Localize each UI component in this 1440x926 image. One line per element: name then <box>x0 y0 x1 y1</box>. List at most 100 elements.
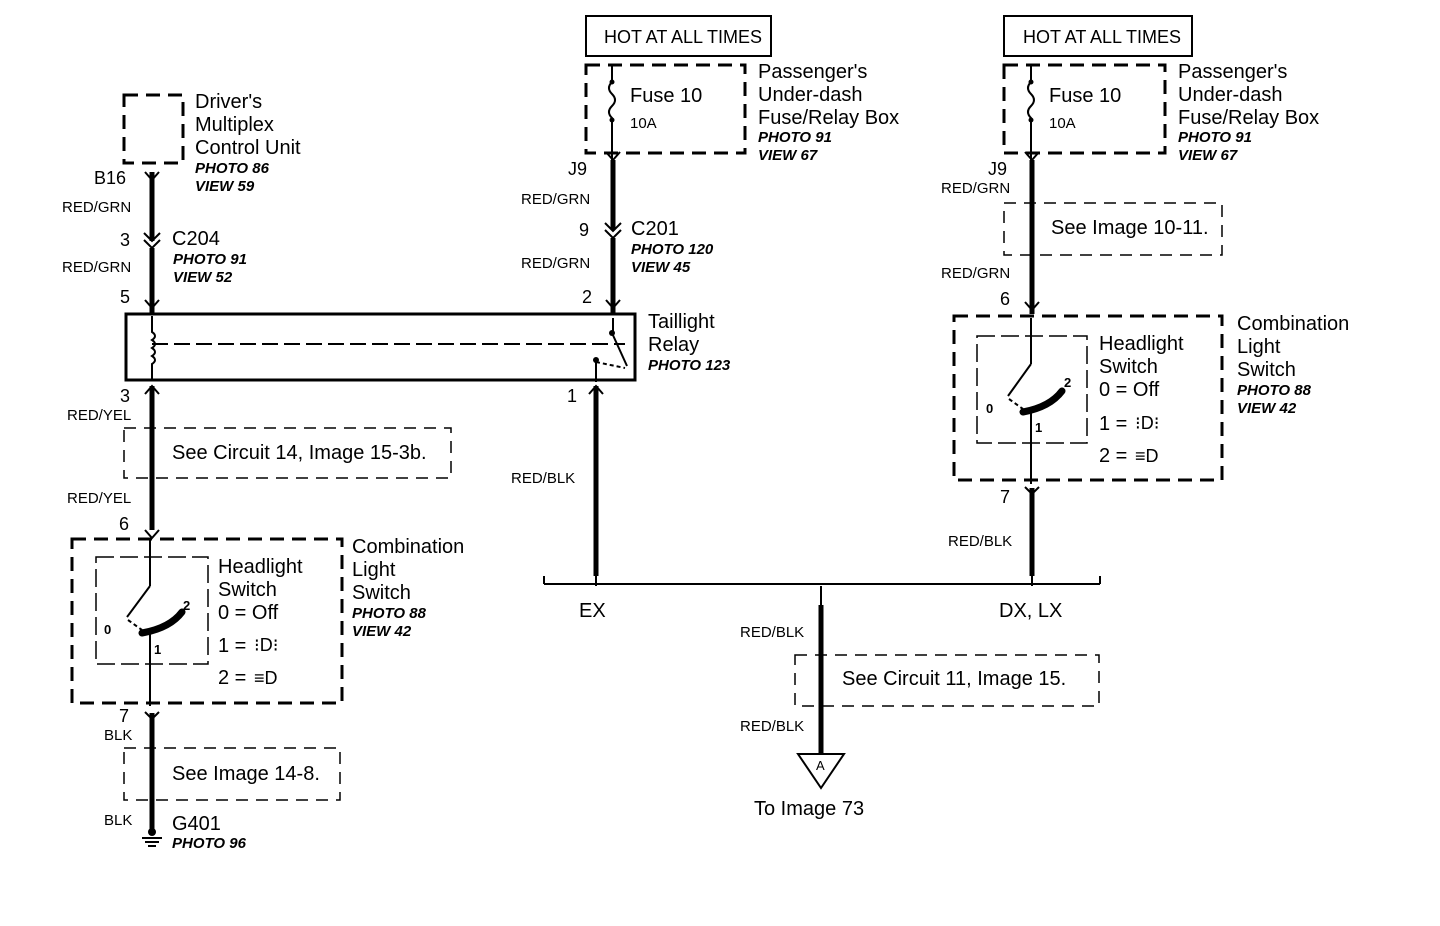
contact-2-label: 2 <box>183 598 190 613</box>
option-dxlx-label: DX, LX <box>999 600 1062 622</box>
combination-switch-view-right: VIEW 42 <box>1237 400 1297 417</box>
combination-switch-name-3: Switch <box>352 582 411 604</box>
headlight-switch-title-2-right: Switch <box>1099 356 1158 378</box>
relay-switch-blade-icon <box>611 332 628 367</box>
multiplex-unit-name-2: Multiplex <box>195 114 274 136</box>
relay-pin-2-label: 2 <box>582 287 592 307</box>
middle-column: HOT AT ALL TIMES Fuse 10 10A Passenger's… <box>511 15 899 576</box>
switch-dashed-link <box>127 619 143 631</box>
multiplex-unit-box <box>122 93 185 165</box>
position-2-label: 2 = <box>218 667 246 689</box>
multiplex-unit-name-3: Control Unit <box>195 137 301 159</box>
fuse-rating-right: 10A <box>1049 115 1076 132</box>
relay-coil-icon <box>150 316 156 380</box>
to-image-73-label: To Image 73 <box>754 798 864 820</box>
contact-1-label: 1 <box>154 642 161 657</box>
option-ex-label: EX <box>579 600 606 622</box>
headlight-switch-inner-box <box>95 556 209 665</box>
position-0-label: 0 = Off <box>218 602 279 624</box>
wire-label-red-yel-1: RED/YEL <box>67 407 131 424</box>
fuse-icon-middle <box>608 66 616 160</box>
fuse-rating-middle: 10A <box>630 115 657 132</box>
ground-photo: PHOTO 96 <box>172 835 247 852</box>
c204-pin-label: 3 <box>120 230 130 250</box>
switch-pin-7-label-right: 7 <box>1000 487 1010 507</box>
c201-label: C201 <box>631 218 679 240</box>
see-image-14-8-text: See Image 14-8. <box>172 763 320 785</box>
taillight-relay-box <box>124 312 637 382</box>
taillight-relay: Taillight Relay PHOTO 123 <box>124 311 731 382</box>
c201-photo: PHOTO 120 <box>631 241 714 258</box>
fuse-box-photo-middle: PHOTO 91 <box>758 129 832 146</box>
combination-switch-photo: PHOTO 88 <box>352 605 427 622</box>
switch-blade-icon <box>126 585 151 618</box>
relay-name-1: Taillight <box>648 311 715 333</box>
wire-label-red-grn-right-2: RED/GRN <box>941 265 1010 282</box>
relay-pin-1-label: 1 <box>567 386 577 406</box>
hot-at-all-times-right: HOT AT ALL TIMES <box>1023 27 1181 47</box>
combination-switch-view: VIEW 42 <box>352 623 412 640</box>
contact-1-label-right: 1 <box>1035 420 1042 435</box>
c201-view: VIEW 45 <box>631 259 691 276</box>
position-1-label: 1 = <box>218 635 246 657</box>
relay-pin-3-label: 3 <box>120 386 130 406</box>
relay-dashed-return <box>595 361 626 369</box>
see-circuit-11-text: See Circuit 11, Image 15. <box>842 668 1066 690</box>
fuse-box-name-2-right: Under-dash <box>1178 84 1283 106</box>
wire-label-red-blk-middle: RED/BLK <box>511 470 575 487</box>
switch-contact-arc-icon <box>138 608 186 637</box>
pin-5-arrow-icon <box>144 299 160 310</box>
parking-light-icon: ⁝D⁝ <box>254 635 278 655</box>
c204-view: VIEW 52 <box>173 269 233 286</box>
multiplex-unit-view: VIEW 59 <box>195 178 255 195</box>
headlight-icon-right: ≡D <box>1135 446 1159 466</box>
off-page-connector-label: A <box>816 758 825 773</box>
position-2-label-right: 2 = <box>1099 445 1127 467</box>
ground-icon <box>142 828 162 847</box>
wire-label-red-grn-right-1: RED/GRN <box>941 180 1010 197</box>
wire-label-red-yel-2: RED/YEL <box>67 490 131 507</box>
headlight-switch-title-2: Switch <box>218 579 277 601</box>
see-circuit-14-text: See Circuit 14, Image 15-3b. <box>172 442 427 464</box>
combination-switch-name-3-right: Switch <box>1237 359 1296 381</box>
ground-g401-label: G401 <box>172 813 221 835</box>
combination-switch-photo-right: PHOTO 88 <box>1237 382 1312 399</box>
see-image-10-11-box <box>1003 202 1223 256</box>
see-image-10-11-text: See Image 10-11. <box>1051 217 1209 239</box>
combination-switch-name-2: Light <box>352 559 396 581</box>
pin-6-connector-icon <box>144 529 160 540</box>
position-0-label-right: 0 = Off <box>1099 379 1160 401</box>
fuse-box-name-3-middle: Fuse/Relay Box <box>758 107 899 129</box>
fuse-box-name-2-middle: Under-dash <box>758 84 863 106</box>
combination-switch-box <box>70 537 344 705</box>
hot-at-all-times-middle: HOT AT ALL TIMES <box>604 27 762 47</box>
option-bus: EX DX, LX RED/BLK See Circuit 11, Image … <box>543 576 1101 820</box>
pin-b16-label: B16 <box>94 168 126 188</box>
switch-blade-icon-right <box>1007 363 1032 397</box>
hot-at-all-times-box-middle <box>585 15 772 57</box>
hot-at-all-times-box-right <box>1003 15 1193 57</box>
position-1-label-right: 1 = <box>1099 413 1127 435</box>
wire-label-blk-2: BLK <box>104 812 132 829</box>
contact-0-label: 0 <box>104 622 111 637</box>
wire-label-red-blk-output-2: RED/BLK <box>740 718 804 735</box>
c204-photo: PHOTO 91 <box>173 251 247 268</box>
headlight-switch-title-1-right: Headlight <box>1099 333 1184 355</box>
right-column: HOT AT ALL TIMES Fuse 10 10A Passenger's… <box>941 15 1349 576</box>
fuse-box-right <box>1002 63 1167 155</box>
combination-switch-name-2-right: Light <box>1237 336 1281 358</box>
wire-label-blk-1: BLK <box>104 727 132 744</box>
switch-pin-7-label: 7 <box>119 706 129 726</box>
fuse-box-view-right: VIEW 67 <box>1178 147 1238 164</box>
pin-2-arrow-icon <box>605 299 621 310</box>
wire-label-red-grn-1: RED/GRN <box>62 199 131 216</box>
switch-contact-arc-icon-right <box>1019 387 1066 416</box>
fuse-box-name-3-right: Fuse/Relay Box <box>1178 107 1319 129</box>
contact-0-label-right: 0 <box>986 401 993 416</box>
switch-dashed-link-right <box>1008 398 1024 410</box>
fuse-box-middle <box>584 63 747 155</box>
see-image-14-8-box <box>123 747 341 801</box>
parking-light-icon-right: ⁝D⁝ <box>1135 413 1159 433</box>
c201-pin-label: 9 <box>579 220 589 240</box>
